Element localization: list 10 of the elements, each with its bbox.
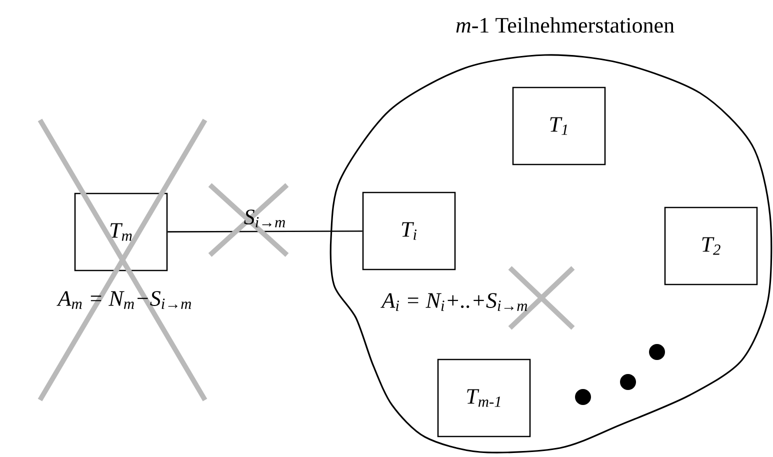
- connector-line: [168, 230, 362, 232]
- formula-label: A$_{i}$ = N$_{i}$+..+S$_{i→m}$: [380, 293, 528, 311]
- station-box: T$_{2}$: [664, 206, 758, 286]
- station-box: T$_{m}$: [74, 192, 168, 272]
- edge-label: S$_{i→m}$: [244, 210, 286, 228]
- station-box: T$_{1}$: [512, 86, 606, 166]
- node-label: m-1 Teilnehmerstationen: [456, 17, 674, 33]
- station-box: T$_{m-1}$: [437, 358, 531, 438]
- station-box: T$_{i}$: [362, 192, 456, 270]
- formula-label: A$_{m}$ = N$_{m}$−S$_{i→m}$: [56, 291, 192, 309]
